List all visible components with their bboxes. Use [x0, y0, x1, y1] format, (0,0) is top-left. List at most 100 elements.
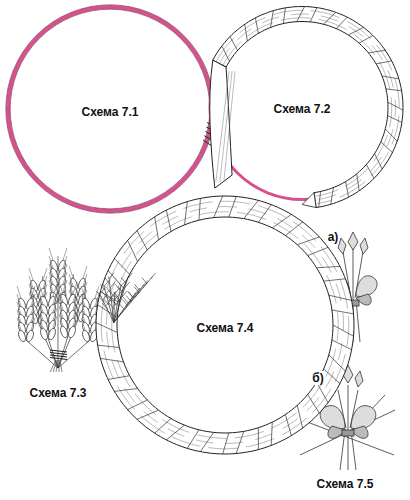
leaf-vein — [107, 207, 344, 444]
wheat-awn — [109, 303, 114, 309]
leaf-wrap — [388, 116, 402, 123]
leaf-wrap — [187, 430, 199, 449]
leaf-wrap — [336, 17, 347, 29]
leaf-vein — [216, 10, 399, 204]
wheat-stalk — [53, 360, 57, 372]
wheat-awn — [109, 273, 114, 279]
wreath-frame: Схема 7.4 — [92, 193, 358, 457]
leaf-wrap — [166, 425, 184, 440]
leaf-wrap — [244, 200, 259, 218]
wheat-stalk — [60, 360, 62, 372]
leaf-wrap — [324, 279, 346, 281]
leaf-wrap — [258, 428, 259, 450]
leaf-vein — [220, 71, 232, 182]
leaf-wrap — [297, 7, 305, 22]
leaf-wrap — [317, 266, 340, 267]
leaf-wrap — [272, 214, 291, 228]
leaf-wrap — [214, 196, 223, 218]
scheme-title: Схема 7.2 — [274, 102, 331, 116]
leaf-wrap — [222, 46, 230, 61]
leaf-wrap — [128, 240, 138, 261]
leaf-wrap — [329, 355, 346, 371]
wheat-awn — [123, 297, 128, 303]
leaf-wrap — [332, 310, 354, 314]
leaf-wrap — [297, 405, 302, 428]
leaf-wrap — [348, 27, 363, 35]
leaf-wrap — [375, 154, 383, 169]
leaf-vein — [219, 14, 395, 200]
wheat-awn — [110, 282, 115, 288]
wheat-binding — [50, 355, 67, 357]
leaf-wrap — [346, 182, 349, 198]
wheat-awn — [31, 318, 35, 330]
wheat-grain — [59, 325, 69, 338]
wire-edge — [10, 9, 210, 209]
wheat-awn — [49, 280, 53, 292]
leaf-wrap — [230, 37, 238, 51]
leaf-wrap — [283, 8, 285, 24]
leaf-wrap — [308, 247, 328, 255]
leaf-wrap — [285, 222, 302, 236]
wheat-awn — [115, 284, 120, 290]
wheat-awn — [104, 299, 109, 305]
leaf-wrap — [368, 50, 385, 53]
wheat-awn — [59, 314, 63, 326]
leaf-wrap — [324, 369, 340, 384]
leaf-vein — [101, 201, 348, 448]
wheat-awn — [134, 284, 139, 290]
wheat-stalk — [59, 360, 60, 372]
leaf-wrap — [271, 422, 272, 445]
leaf-vein — [216, 71, 229, 182]
leaf-wrap — [128, 400, 148, 410]
leaf-wrap — [386, 89, 402, 91]
leaf-wrap — [236, 431, 244, 453]
leaf-wrap — [381, 142, 393, 153]
leaf-wrap — [223, 433, 229, 454]
wheat-awn — [130, 296, 135, 302]
wheat-awn — [112, 299, 117, 305]
wheat-grain — [25, 329, 35, 342]
wheat-awn — [81, 318, 85, 330]
wheat-awn — [118, 287, 123, 293]
wire-edge — [6, 5, 214, 213]
leaf-end — [302, 193, 316, 208]
leaf-wrap — [331, 188, 334, 205]
wheat-awn — [134, 287, 139, 293]
wheat-stalk — [58, 256, 59, 302]
leaf-wrap — [137, 410, 159, 419]
wheat-awn — [109, 297, 114, 303]
wheat-awn — [122, 299, 127, 305]
wreath-frame: Схема 7.2 — [196, 3, 408, 208]
wheat-awn — [102, 292, 107, 298]
leaf-vein — [112, 212, 338, 438]
wheat-grain — [81, 329, 91, 342]
scheme-label: Схема 7.3 — [29, 386, 88, 400]
leaf-wrap — [324, 12, 336, 24]
leaf-wrap — [359, 36, 373, 44]
leaf-wrap — [385, 129, 397, 141]
leaf-wrap — [310, 8, 317, 22]
leaf-tail — [210, 60, 232, 188]
leaf-wrap — [376, 61, 392, 64]
leaf-wrap — [317, 382, 328, 402]
leaf-wrap — [366, 165, 374, 179]
wire-ring — [8, 7, 212, 211]
leaf-wrap — [137, 231, 147, 250]
scheme-title: Схема 7.1 — [82, 105, 139, 119]
leaf-vein — [224, 71, 235, 182]
scheme-title: Схема 7.4 — [197, 321, 254, 335]
leaf-band — [213, 7, 403, 208]
wheat-awn — [121, 280, 126, 286]
leaf-wrap — [155, 419, 171, 434]
scheme-label: Схема 7.5 — [316, 477, 375, 491]
wheat-awn — [121, 277, 126, 283]
wheat-grain — [39, 327, 49, 340]
wheat-awn — [119, 303, 124, 309]
scheme-label: б) — [311, 371, 324, 385]
wheat-grain — [17, 329, 27, 342]
wheat-awn — [100, 284, 105, 290]
leaf-wrap — [229, 197, 236, 218]
wheat-binding — [50, 358, 67, 360]
wheat-awn — [142, 277, 147, 283]
wheat-binding — [50, 350, 67, 352]
